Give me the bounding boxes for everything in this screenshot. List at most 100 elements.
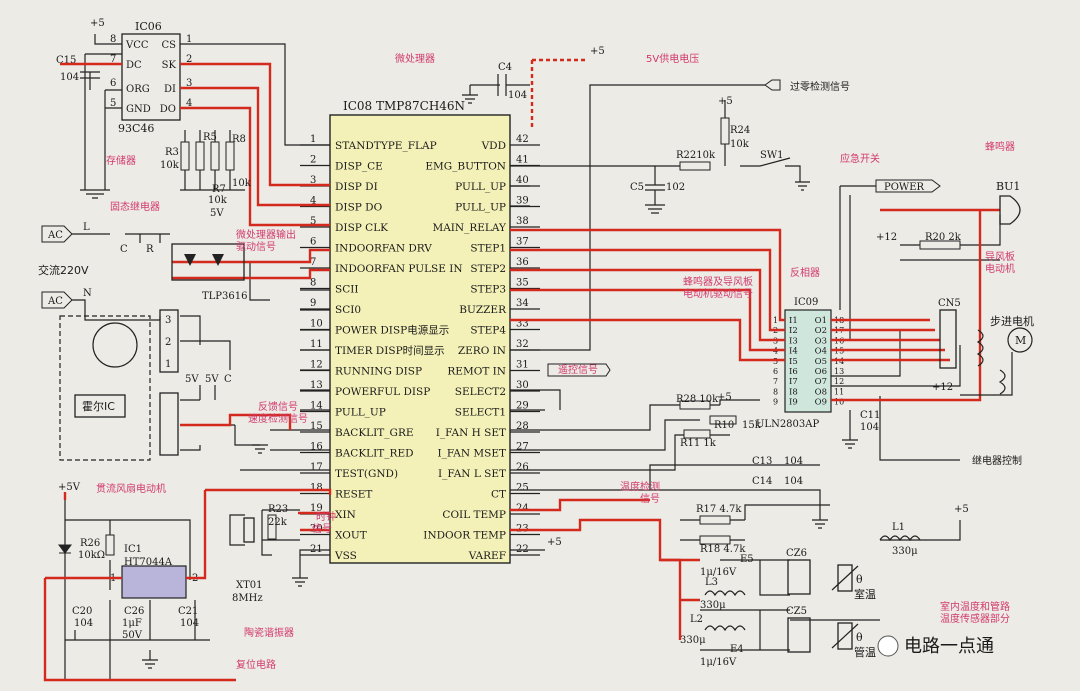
mcu-pin-name: VDD [481, 140, 506, 152]
red-supply-dashed [530, 58, 585, 130]
fan-motor-box [59, 315, 151, 461]
r5-ref: R5 [203, 132, 217, 143]
eeprom-pin-number: 5 [110, 98, 116, 109]
wire-ct [510, 464, 821, 520]
mcu-pin-name: COIL TEMP [442, 509, 506, 521]
driver-output-number: 11 [834, 387, 844, 396]
ground-c11 [842, 439, 858, 449]
mcu-pin-number: 9 [310, 298, 316, 309]
r10-value: 15k [742, 420, 762, 431]
driver-input-number: 1 [773, 316, 778, 325]
driver-output-number: 10 [834, 398, 844, 407]
driver-input-name: I4 [789, 347, 798, 357]
r7-ref: R7 [212, 184, 226, 195]
r8-ref: R8 [232, 134, 246, 145]
mcu-pin-number: 30 [516, 380, 529, 391]
step-motor-label: 步进电机 [990, 314, 1034, 328]
eeprom-pin-number: 6 [110, 78, 116, 89]
eeprom-label: 存储器 [106, 154, 136, 167]
theta-room: θ [856, 573, 863, 586]
resonator-label: 陶瓷谐振器 [244, 626, 294, 639]
ssr-tlp3616 [171, 243, 245, 281]
r22-ref: R2210k [676, 150, 716, 161]
wire-pullups [510, 185, 530, 207]
l3 [704, 590, 746, 597]
red-driver-inputs [510, 228, 785, 362]
wire-reset-net [64, 496, 210, 680]
wire-cs [180, 43, 330, 146]
ground-ct [812, 519, 828, 529]
thermistor-room-arrow [831, 565, 859, 591]
driver-output-name: O8 [815, 387, 827, 397]
e4-value: 1μ/16V [700, 657, 737, 668]
r20-plus12: +12 [876, 232, 897, 243]
crystal-xt01 [243, 517, 255, 543]
driver-output-number: 14 [834, 357, 844, 366]
ac-tag-2-label: AC [47, 296, 63, 307]
mcu-pin-name: INDOORFAN PULSE IN [335, 263, 463, 275]
c15-ref: C15 [56, 55, 76, 66]
mcu-pin-name: BACKLIT_GRE [335, 427, 414, 439]
mcu-pin-name: ZERO IN [458, 345, 506, 357]
annotations: 5V供电电压 应急开关 蜂鸣器 导风板 电动机 蜂鸣器及导风板 电动机驱动信号 … [236, 52, 1015, 657]
driver-output-name: O9 [815, 398, 827, 408]
step-motor-m: M [1015, 334, 1026, 347]
reset-part: HT7044A [124, 557, 173, 568]
passives: R3 10k R5 R7 10k R8 10k C4 104 +5 R24 10… [38, 46, 1034, 668]
red-sensor-net [660, 558, 700, 602]
r24-plus5: +5 [718, 96, 733, 107]
mcu-pin-number: 15 [310, 421, 323, 432]
mcu-pin-name: RUNNING DISP [335, 366, 422, 378]
r28-label: R28 10k [676, 394, 719, 405]
driver-input-number: 9 [773, 398, 778, 407]
cz5-ref: CZ5 [786, 606, 807, 617]
r7 [210, 141, 220, 171]
mcu-pin-name: INDOORFAN DRV [335, 243, 432, 255]
c15-value: 104 [60, 72, 79, 83]
c11-ref: C11 [860, 410, 880, 421]
mcu-pin-name: XOUT [335, 530, 367, 542]
mcu-pin-name: RESET [335, 489, 372, 501]
power-bus-label: POWER [884, 182, 925, 193]
mcu-pin-number: 13 [310, 380, 323, 391]
step-motor-symbol [1007, 327, 1033, 353]
red-clock [298, 511, 330, 532]
eeprom-pin-name: DO [160, 104, 176, 115]
reset-ic1: IC1 HT7044A 1 2 复位电路 [110, 544, 276, 671]
thermistor-room [837, 564, 853, 592]
ssr-plus5: 5V [210, 208, 224, 219]
eeprom-pin-name: SK [162, 60, 177, 71]
mcu-pin-number: 41 [516, 155, 529, 166]
sw1-ref: SW1 [760, 150, 784, 161]
r24 [720, 117, 730, 145]
r20-label: R20 2k [925, 232, 962, 243]
theta-pipe: θ [856, 631, 863, 644]
mcu-ref: IC08 TMP87CH46N [343, 99, 465, 113]
wire-sensor-net [700, 559, 880, 651]
wire-ac-line [70, 233, 170, 243]
driver-input-name: I6 [789, 367, 798, 377]
fan-pin-3: 3 [165, 315, 171, 326]
red-do [180, 106, 330, 227]
mcu-pin-name: INDOOR TEMP [423, 530, 506, 542]
mcu-pin-name: SCI0 [335, 304, 361, 316]
c5 [645, 184, 665, 205]
mcu-pin-name: DISP_CE [335, 161, 383, 173]
c4-value: 104 [508, 90, 527, 101]
r28-plus5: +5 [717, 392, 732, 403]
ann-drive-1: 蜂鸣器及导风板 [683, 275, 753, 288]
mcu-pin-number: 24 [516, 503, 529, 514]
r3 [180, 141, 190, 171]
driver-input-name: I5 [789, 357, 798, 367]
red-fan-drive [172, 248, 330, 280]
mcu-pin-name: DISP CLK [335, 222, 388, 234]
mcu-pin-name: BUZZER [459, 304, 507, 316]
eeprom-pin-name: VCC [125, 40, 149, 51]
mcu-pin-number: 17 [310, 462, 323, 473]
mcu-pin-number: 27 [516, 442, 529, 453]
ann-guide-1: 导风板 [985, 250, 1015, 263]
mcu-pin-name: BACKLIT_RED [335, 448, 414, 460]
